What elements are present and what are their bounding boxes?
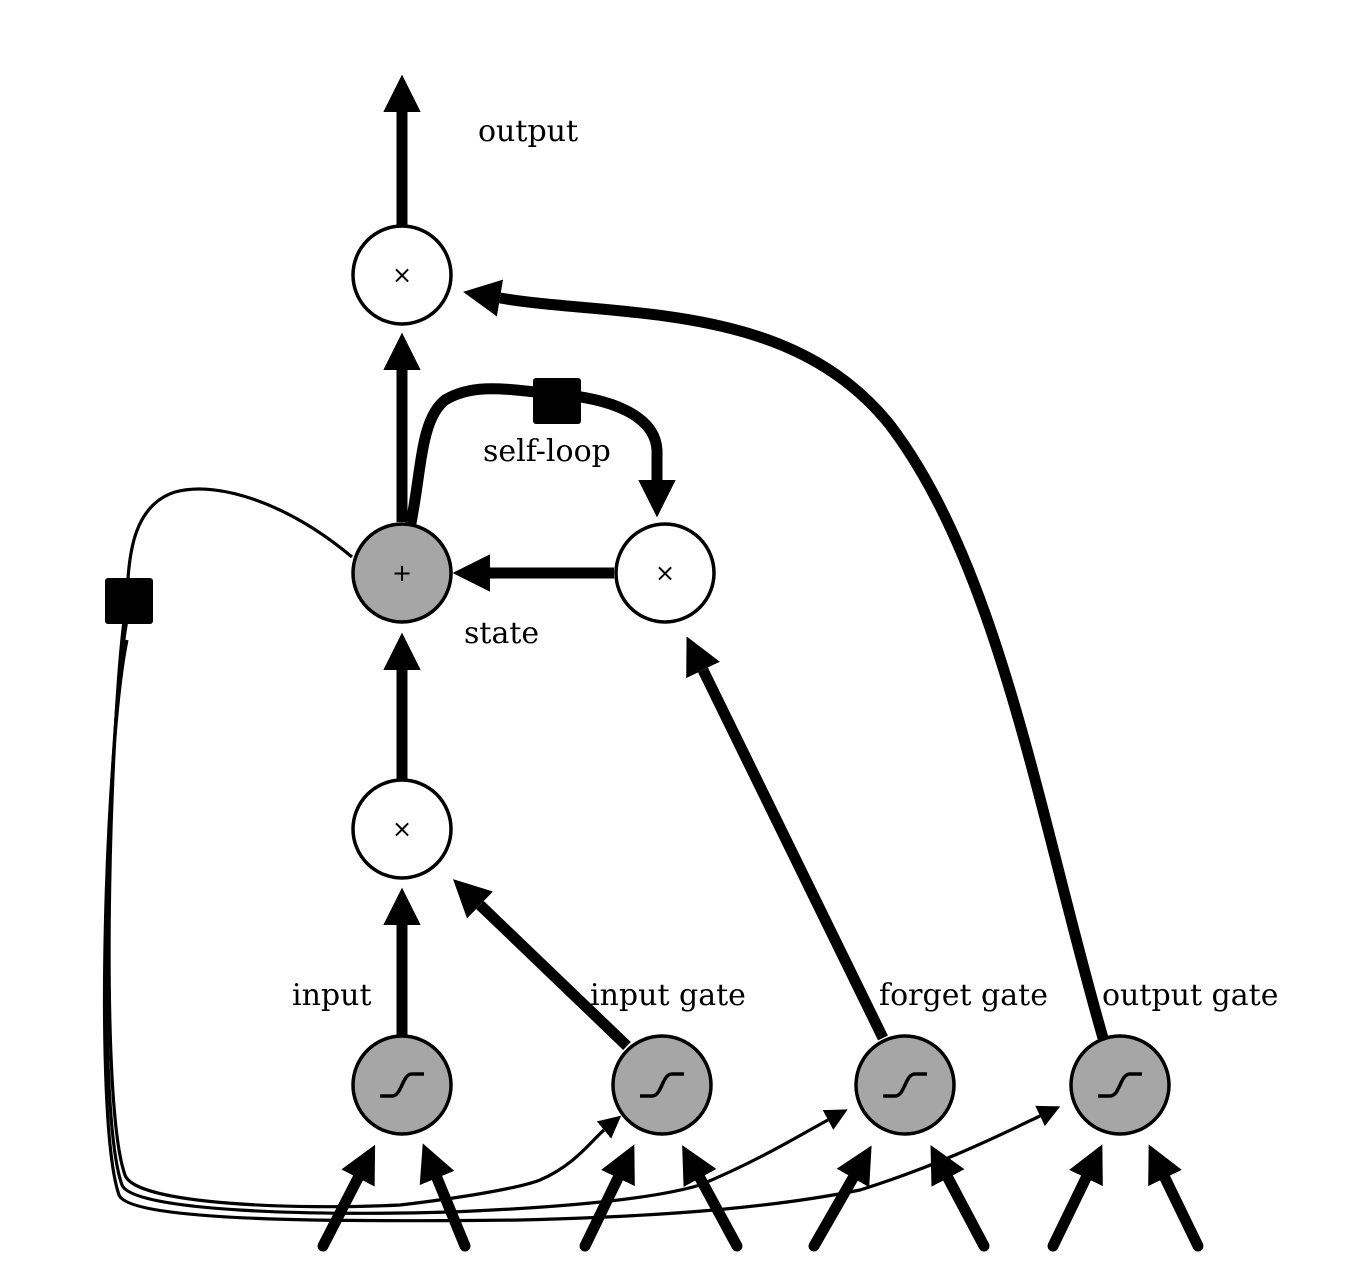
forget-gate-to-mult-arrow xyxy=(686,636,888,1041)
forget-gate-label: forget gate xyxy=(879,978,1048,1013)
sigmoid-icon xyxy=(883,1072,927,1098)
output-gate-unit xyxy=(1069,1034,1171,1136)
input-multiply-node: × xyxy=(351,778,453,880)
output-gate-in-arrow-right xyxy=(1148,1144,1204,1252)
self-loop-label: self-loop xyxy=(483,434,611,469)
forget-gate-unit xyxy=(854,1034,956,1136)
output-gate-in-arrow-left xyxy=(1047,1144,1103,1252)
input-unit xyxy=(351,1034,453,1136)
output-multiply-symbol: × xyxy=(392,261,412,289)
input-gate-in-arrow-right xyxy=(682,1145,743,1252)
self-loop-multiply-node: × xyxy=(614,522,716,624)
output-label: output xyxy=(478,114,578,149)
output-multiply-node: × xyxy=(351,224,453,326)
sigmoid-icon xyxy=(380,1072,424,1098)
input-gate-in-arrow-left xyxy=(579,1144,635,1252)
input-gate-unit xyxy=(611,1034,713,1136)
input-gate-to-mult-arrow xyxy=(453,879,631,1050)
output-gate-label: output gate xyxy=(1102,978,1278,1013)
state-node: + xyxy=(351,522,453,624)
forget-gate-in-arrow-left xyxy=(808,1145,872,1252)
output-gate-to-mult-arrow xyxy=(463,279,1109,1040)
recurrent-curve-top xyxy=(125,487,354,601)
state-add-symbol: + xyxy=(392,559,412,587)
input-in-arrow-left xyxy=(317,1144,376,1252)
input-gate-label: input gate xyxy=(590,978,746,1013)
self-loop-arrow xyxy=(404,383,676,530)
input-label: input xyxy=(292,978,372,1013)
recurrent-to-input-gate xyxy=(107,599,622,1209)
forget-gate-in-arrow-right xyxy=(930,1144,990,1252)
recurrent-delay-square xyxy=(105,578,153,624)
sigmoid-icon xyxy=(1098,1072,1142,1098)
sigmoid-icon xyxy=(640,1072,684,1098)
edges xyxy=(383,74,1109,1050)
input-in-arrow-right xyxy=(419,1143,471,1252)
bottom-input-arrows xyxy=(317,1143,1204,1252)
self-loop-delay-square xyxy=(533,378,581,424)
state-label: state xyxy=(464,616,539,651)
input-multiply-symbol: × xyxy=(392,815,412,843)
self-loop-multiply-symbol: × xyxy=(655,559,675,587)
